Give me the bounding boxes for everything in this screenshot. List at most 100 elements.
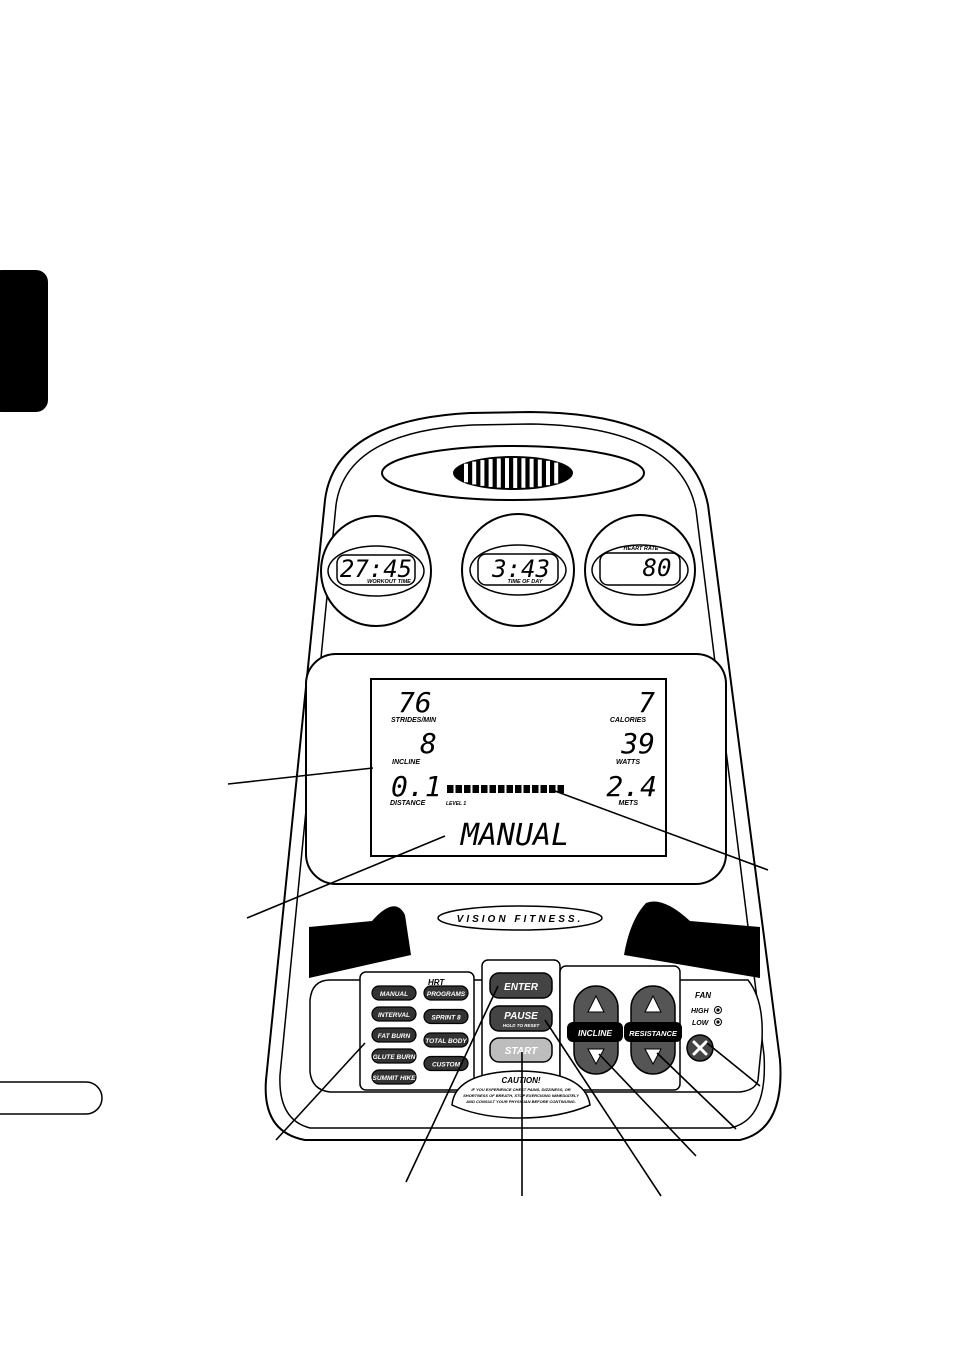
calories-value: 7 — [638, 686, 655, 719]
program-button-interval[interactable]: INTERVAL — [371, 1006, 417, 1022]
caution-line-2: SHORTNESS OF BREATH, STOP EXERCISING IMM… — [463, 1093, 579, 1098]
program-buttons-left: MANUAL INTERVAL FAT BURN GLUTE BURN SUMMIT H… — [371, 985, 417, 1085]
level-bar-segment — [447, 785, 454, 793]
level-bar — [447, 785, 564, 793]
caution-plate — [451, 1070, 591, 1119]
enter-button-label: ENTER — [504, 982, 539, 993]
level-bar-segment — [532, 785, 539, 793]
program-button-label: PROGRAMS — [427, 991, 466, 998]
program-button-manual[interactable]: MANUAL — [371, 985, 417, 1001]
time-of-day-window: 3:43 TIME OF DAY — [461, 513, 575, 627]
level-bar-segment — [481, 785, 488, 793]
strides-value: 76 — [398, 686, 432, 719]
brand-logo: VISION FITNESS. — [457, 914, 584, 925]
console-inner-rim — [279, 423, 766, 1129]
level-bar-segment — [489, 785, 496, 793]
callout-line-incline — [598, 1053, 697, 1157]
fan-label: FAN — [695, 991, 711, 1000]
left-hand-grip — [309, 906, 411, 978]
workout-time-value: 27:45 — [340, 555, 412, 583]
program-button-label: GLUTE BURN — [373, 1054, 416, 1061]
program-button-label: MANUAL — [380, 991, 408, 998]
enter-button[interactable]: ENTER — [489, 972, 553, 999]
grille-slot — [529, 458, 534, 488]
pause-button[interactable]: PAUSE HOLD TO RESET — [489, 1005, 553, 1032]
program-button-glute-burn[interactable]: GLUTE BURN — [371, 1048, 417, 1064]
grille-slot — [554, 462, 559, 484]
incline-up-arrow-icon[interactable] — [587, 994, 605, 1013]
callout-line-resistance — [656, 1052, 737, 1130]
program-button-label: INTERVAL — [378, 1012, 410, 1019]
speaker-grille-slots — [464, 458, 559, 488]
caution-line-3: AND CONSULT YOUR PHYSICIAN BEFORE CONTIN… — [465, 1099, 576, 1104]
fan-low-label: LOW — [692, 1020, 710, 1027]
level-label: LEVEL 1 — [446, 801, 466, 807]
watts-value: 39 — [620, 727, 655, 760]
start-button-label: START — [505, 1046, 538, 1057]
workout-time-window: 27:45 WORKOUT TIME — [320, 515, 432, 627]
incline-rocker[interactable]: INCLINE — [567, 985, 623, 1075]
incline-value: 8 — [420, 727, 437, 760]
resistance-up-arrow-icon[interactable] — [644, 994, 662, 1013]
page-number-pill — [0, 1081, 103, 1115]
callout-line-program-keys — [275, 1042, 366, 1141]
incline-label: INCLINE — [392, 759, 420, 766]
hrt-header: HRT — [428, 978, 445, 987]
heart-rate-value: 80 — [643, 554, 672, 582]
level-bar-segment — [472, 785, 479, 793]
program-button-label: SPRINT 8 — [431, 1015, 461, 1022]
program-button-sprint-8[interactable]: SPRINT 8 — [423, 1008, 469, 1025]
program-button-label: FAT BURN — [378, 1033, 411, 1040]
brand-plate — [437, 905, 603, 931]
program-button-summit-hike[interactable]: SUMMIT HIKE — [371, 1069, 417, 1085]
watts-label: WATTS — [616, 759, 640, 766]
fan-high-label: HIGH — [691, 1008, 709, 1015]
program-button-fat-burn[interactable]: FAT BURN — [371, 1027, 417, 1043]
workout-time-label: WORKOUT TIME — [367, 579, 411, 585]
time-of-day-label: TIME OF DAY — [507, 579, 543, 585]
callout-line-level-bar — [554, 790, 769, 871]
level-bar-segment — [506, 785, 513, 793]
program-button-label: CUSTOM — [432, 1062, 461, 1069]
program-button-programs[interactable]: PROGRAMS — [423, 985, 469, 1001]
grille-slot — [521, 458, 526, 488]
caution-line-1: IF YOU EXPERIENCE CHEST PAINS, DIZZINESS… — [471, 1087, 570, 1092]
grille-slot — [472, 461, 477, 485]
pause-button-sublabel: HOLD TO RESET — [503, 1023, 541, 1028]
start-button[interactable]: START — [489, 1037, 553, 1063]
level-bar-segment — [549, 785, 556, 793]
callout-line-fan — [706, 1042, 761, 1087]
resistance-rocker[interactable]: RESISTANCE — [624, 985, 682, 1075]
level-bar-segment — [464, 785, 471, 793]
grille-slot — [488, 459, 493, 487]
heart-rate-window: HEART RATE 80 — [584, 514, 696, 626]
level-bar-segment — [515, 785, 522, 793]
time-of-day-value: 3:43 — [491, 555, 550, 583]
strides-label: STRIDES/MIN — [391, 717, 437, 724]
mets-value: 2.4 — [606, 770, 657, 803]
distance-label: DISTANCE — [390, 800, 426, 807]
grille-slot — [496, 458, 501, 488]
program-button-custom[interactable]: CUSTOM — [423, 1055, 469, 1072]
fan-button[interactable] — [686, 1034, 714, 1062]
calories-label: CALORIES — [610, 717, 647, 724]
level-bar-segment — [523, 785, 530, 793]
grille-slot — [505, 458, 509, 488]
heart-rate-label: HEART RATE — [624, 546, 659, 552]
grille-slot — [513, 458, 518, 488]
resistance-rocker-label: RESISTANCE — [629, 1029, 678, 1038]
program-button-total-body[interactable]: TOTAL BODY — [423, 1032, 469, 1048]
fan-icon — [692, 1040, 708, 1056]
program-button-label: SUMMIT HIKE — [373, 1075, 417, 1082]
callout-line-pause — [544, 1019, 662, 1197]
level-bar-segment — [498, 785, 505, 793]
resistance-down-arrow-icon[interactable] — [644, 1048, 662, 1066]
grille-slot — [546, 460, 550, 486]
pause-button-label: PAUSE — [504, 1011, 538, 1022]
lcd-screen — [370, 678, 667, 857]
callout-lines — [227, 767, 769, 1197]
distance-value: 0.1 — [391, 770, 442, 803]
incline-down-arrow-icon[interactable] — [587, 1048, 605, 1066]
callout-line-lcd-values — [227, 767, 374, 785]
